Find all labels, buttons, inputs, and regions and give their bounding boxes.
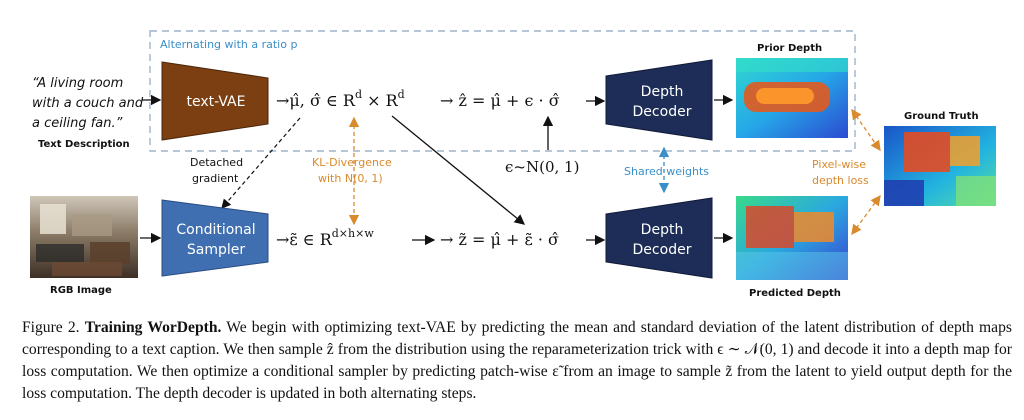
predicted-depth-label: Predicted Depth xyxy=(749,288,841,299)
loss-arrow-prior xyxy=(851,108,881,152)
kl-label-1: KL-Divergence xyxy=(312,156,392,169)
ground-truth-map xyxy=(884,126,996,206)
text-description-label: Text Description xyxy=(38,139,130,150)
bottom-z-expression: → z̃ = μ̂ + ε̃ · σ̂ xyxy=(440,230,559,249)
text-line-2: with a couch and xyxy=(32,96,144,111)
figure-caption: Figure 2. Training WorDepth. We begin wi… xyxy=(22,317,1012,405)
pixel-loss-label-2: depth loss xyxy=(812,174,869,187)
top-z-expression: → ẑ = μ̂ + ϵ · σ̂ xyxy=(440,91,560,110)
arrow-mu-sigma-to-bottom-z xyxy=(391,115,526,225)
kl-label-2: with N(0, 1) xyxy=(318,172,383,185)
caption-prefix: Figure 2. xyxy=(22,319,85,336)
shared-weights-label: Shared weights xyxy=(624,165,709,178)
prior-depth-map xyxy=(736,58,848,138)
rgb-image-label: RGB Image xyxy=(50,285,112,296)
detached-gradient-arrow xyxy=(221,117,301,209)
alternating-box xyxy=(149,30,856,152)
prior-depth-label: Prior Depth xyxy=(757,43,822,54)
caption-body: We begin with optimizing text-VAE by pre… xyxy=(22,319,1012,402)
pixel-loss-label-1: Pixel-wise xyxy=(812,158,866,171)
alternating-label: Alternating with a ratio p xyxy=(160,38,297,51)
text-description: “A living room with a couch and a ceilin… xyxy=(32,76,144,150)
loss-arrow-pred xyxy=(851,194,881,236)
decoder-top-label-2: Decoder xyxy=(633,104,692,120)
sampler-label-1: Conditional xyxy=(176,222,255,238)
decoder-bottom-label-1: Depth xyxy=(641,222,684,238)
decoder-bottom-label-2: Decoder xyxy=(633,242,692,258)
text-line-1: “A living room xyxy=(32,76,123,91)
bottom-latent-expression: →ε̃ ∈ Rd×h×w xyxy=(276,227,374,249)
sampler-label-2: Sampler xyxy=(187,242,245,258)
top-latent-expression: →μ̂, σ̂ ∈ Rd × Rd xyxy=(276,88,405,110)
detached-label-1: Detached xyxy=(190,156,243,169)
caption-title: Training WorDepth. xyxy=(84,319,222,336)
rgb-image xyxy=(30,196,138,278)
text-vae-block xyxy=(161,61,269,141)
training-diagram: Alternating with a ratio p “A living roo… xyxy=(30,30,996,299)
depth-decoder-bottom xyxy=(605,197,713,279)
decoder-top-label-1: Depth xyxy=(641,84,684,100)
conditional-sampler-block xyxy=(161,199,269,277)
predicted-depth-map xyxy=(736,196,848,280)
text-vae-label: text-VAE xyxy=(187,94,246,110)
text-line-3: a ceiling fan.” xyxy=(32,116,123,131)
depth-decoder-top xyxy=(605,59,713,141)
detached-label-2: gradient xyxy=(192,172,239,185)
noise-label: ϵ~N(0, 1) xyxy=(505,158,579,176)
ground-truth-label: Ground Truth xyxy=(904,111,979,122)
